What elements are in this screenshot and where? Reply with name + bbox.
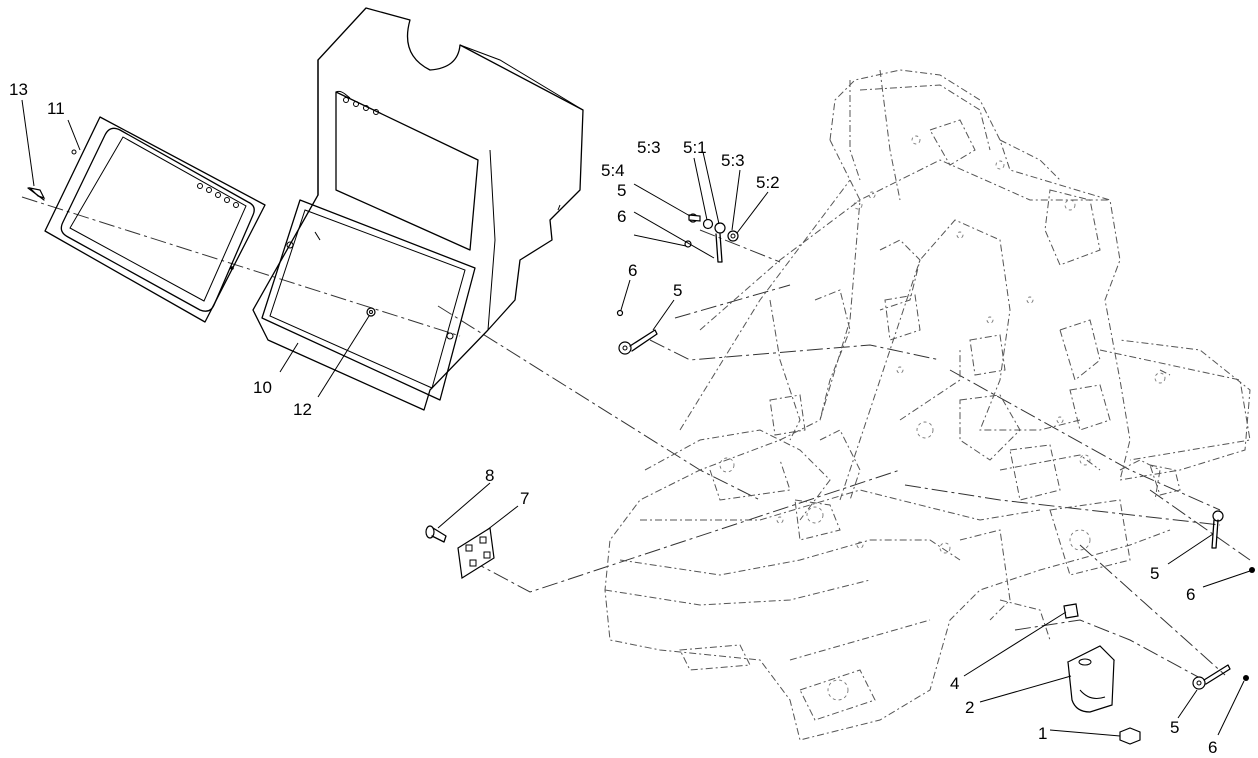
callout-5-1: 5:1	[683, 138, 707, 157]
callout-6-right: 6	[1186, 585, 1195, 604]
callout-5-2: 5:2	[756, 173, 780, 192]
callout-13: 13	[9, 80, 28, 99]
callout-2: 2	[965, 698, 974, 717]
callout-5-4: 5:4	[601, 161, 625, 180]
callout-5-left: 5	[673, 281, 682, 300]
callout-10: 10	[253, 378, 272, 397]
assembly-centerlines	[21, 196, 1251, 679]
callout-4: 4	[950, 674, 959, 693]
leader-lines	[21, 99, 1251, 737]
bracket-part-2	[1066, 645, 1115, 713]
callout-5-bottom: 5	[1170, 718, 1179, 737]
window-part-11	[44, 116, 266, 323]
callout-12: 12	[293, 400, 312, 419]
strap-assembly-exploded	[684, 213, 739, 263]
machine-frame-phantom	[604, 69, 1251, 741]
callout-6-bottom: 6	[1208, 738, 1217, 757]
callout-6-left: 6	[628, 261, 637, 280]
callout-5-right: 5	[1150, 564, 1159, 583]
link-bottom-part-5	[1192, 664, 1249, 690]
callout-labels: 13 11 10 12 5:3 5:1 5:3 5:2 5:4 5 6 6 5 …	[9, 80, 1217, 757]
grommet-part-12	[366, 307, 376, 317]
callout-5-3-left: 5:3	[637, 138, 661, 157]
bolt-part-8	[425, 525, 447, 543]
callout-1: 1	[1038, 724, 1047, 743]
callout-5-upper: 5	[617, 181, 626, 200]
panel-shroud-part-10	[252, 7, 584, 411]
spacer-part-4	[1063, 603, 1079, 619]
plate-part-7	[457, 526, 495, 580]
callout-8: 8	[485, 466, 494, 485]
callout-11: 11	[47, 99, 65, 118]
nut-part-1	[1119, 727, 1141, 745]
link-right-part-5	[1211, 510, 1255, 573]
link-left-part-5	[616, 309, 658, 355]
callout-5-3-right: 5:3	[721, 151, 745, 170]
callout-7: 7	[520, 489, 529, 508]
callout-6-upper: 6	[617, 207, 626, 226]
rivet-part-13	[27, 187, 46, 201]
